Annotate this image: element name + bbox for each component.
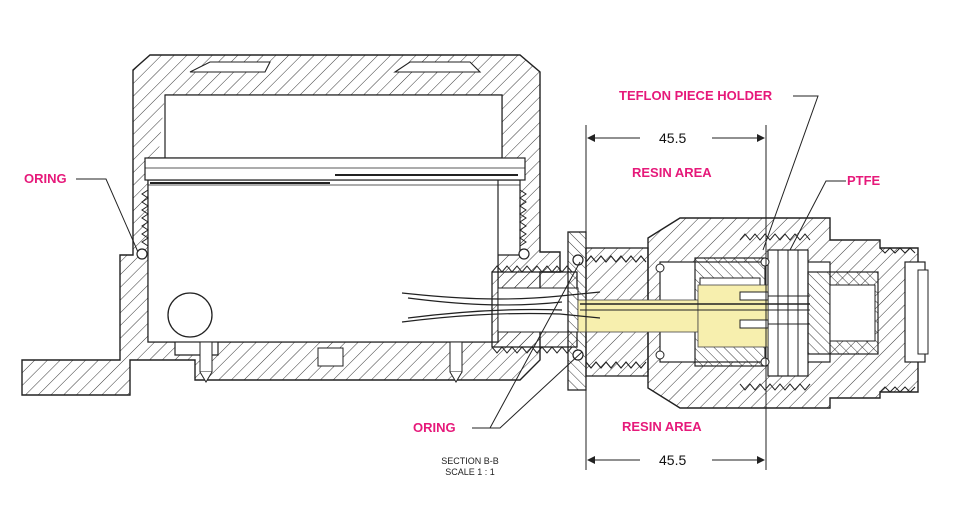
oring-left-circle — [136, 248, 148, 260]
dimension-top-value: 45.5 — [656, 131, 690, 145]
main-housing — [21, 54, 561, 396]
section-title: SECTION B-B — [441, 456, 499, 466]
wires — [401, 291, 810, 329]
label-resin-area-bottom: RESIN AREA — [622, 419, 702, 434]
label-oring-left: ORING — [24, 171, 67, 186]
section-caption: SECTION B-B SCALE 1 : 1 — [415, 456, 525, 479]
label-resin-area-top: RESIN AREA — [632, 165, 712, 180]
dimension-bottom-value: 45.5 — [656, 453, 690, 467]
label-ptfe: PTFE — [847, 173, 881, 188]
leader-lines — [76, 95, 846, 429]
dimension-lines — [585, 125, 767, 470]
cable-hole — [167, 292, 213, 338]
label-teflon-piece-holder: TEFLON PIECE HOLDER — [619, 88, 773, 103]
lid-plate — [144, 157, 526, 181]
label-oring-bottom: ORING — [413, 420, 456, 435]
section-scale: SCALE 1 : 1 — [445, 467, 495, 478]
